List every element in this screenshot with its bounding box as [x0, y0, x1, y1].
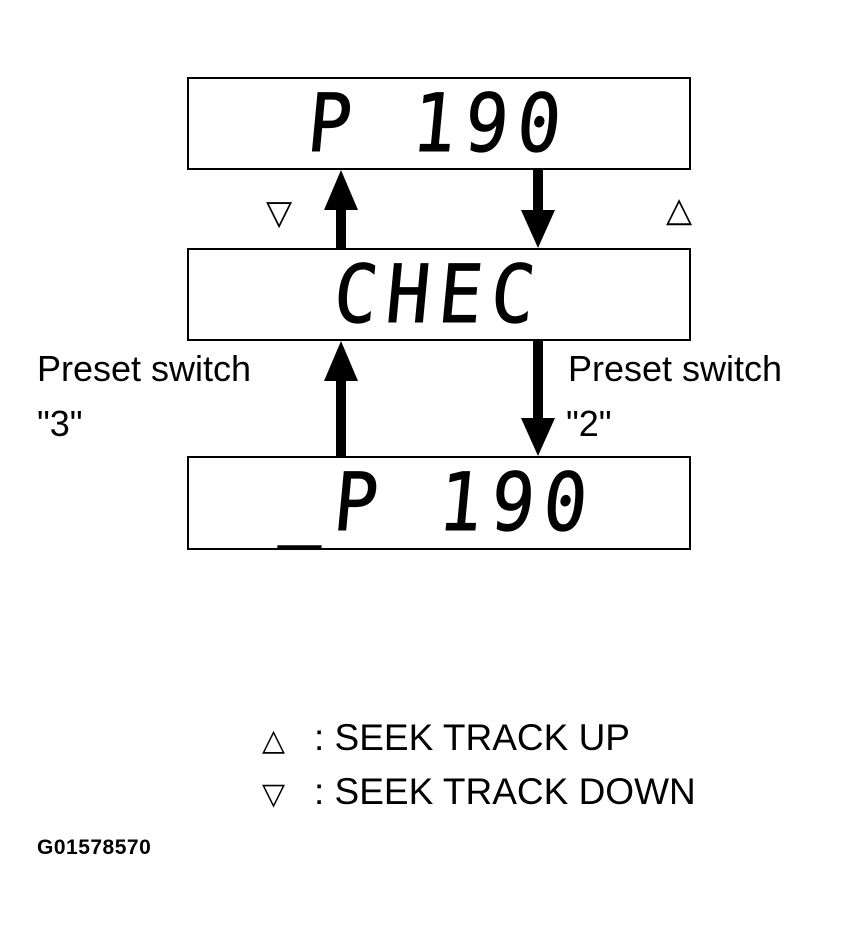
display-top-text: P 190 — [303, 76, 575, 170]
legend-seek-down: ▽ : SEEK TRACK DOWN — [262, 771, 696, 813]
display-top: P 190 — [187, 76, 691, 170]
seek-down-icon: ▽ — [266, 194, 293, 232]
preset-switch-right-label: Preset switch — [568, 348, 783, 389]
display-middle-text: CHEC — [329, 247, 549, 341]
legend-up-icon: △ — [262, 724, 286, 757]
legend-down-text: : SEEK TRACK DOWN — [314, 771, 696, 812]
figure-id: G01578570 — [37, 836, 152, 859]
preset-switch-right-number: "2" — [566, 403, 612, 444]
arrow-up-bottom — [324, 341, 358, 458]
legend-seek-up: △ : SEEK TRACK UP — [262, 717, 630, 759]
arrow-up-top — [324, 170, 358, 249]
display-bottom-text: _P 190 — [277, 456, 601, 550]
display-middle: CHEC — [187, 247, 691, 341]
seek-up-icon: △ — [666, 191, 693, 229]
arrow-down-top — [521, 170, 555, 248]
preset-switch-left-label: Preset switch — [37, 348, 252, 389]
legend-up-text: : SEEK TRACK UP — [314, 717, 630, 758]
display-bottom: _P 190 — [187, 456, 691, 550]
arrow-down-bottom — [521, 341, 555, 456]
preset-switch-left-number: "3" — [37, 403, 83, 444]
legend-down-icon: ▽ — [262, 778, 286, 811]
